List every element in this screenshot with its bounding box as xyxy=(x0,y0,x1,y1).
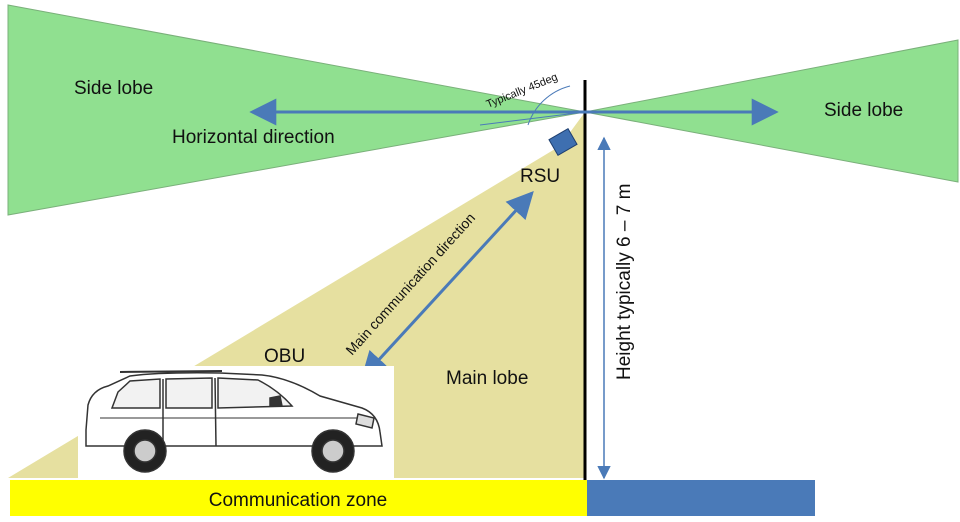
obu-label: OBU xyxy=(264,346,305,367)
side-lobe-left-label: Side lobe xyxy=(74,78,153,99)
side-lobe-right-label: Side lobe xyxy=(824,100,903,121)
suv-car-icon xyxy=(85,370,383,473)
communication-zone-label: Communication zone xyxy=(209,490,387,511)
height-label: Height typically 6 – 7 m xyxy=(614,184,635,380)
horizontal-direction-label: Horizontal direction xyxy=(172,127,335,148)
angle-arc xyxy=(527,85,571,126)
main-lobe-label: Main lobe xyxy=(446,368,528,389)
main-lobe-region xyxy=(8,112,585,478)
rsu-label: RSU xyxy=(520,166,560,187)
ground-right-bar xyxy=(587,480,815,516)
angle-beam-line xyxy=(479,111,586,126)
communication-zone-bar xyxy=(10,480,587,516)
rsu-device-icon xyxy=(548,128,578,156)
main-communication-arrow xyxy=(361,191,534,379)
